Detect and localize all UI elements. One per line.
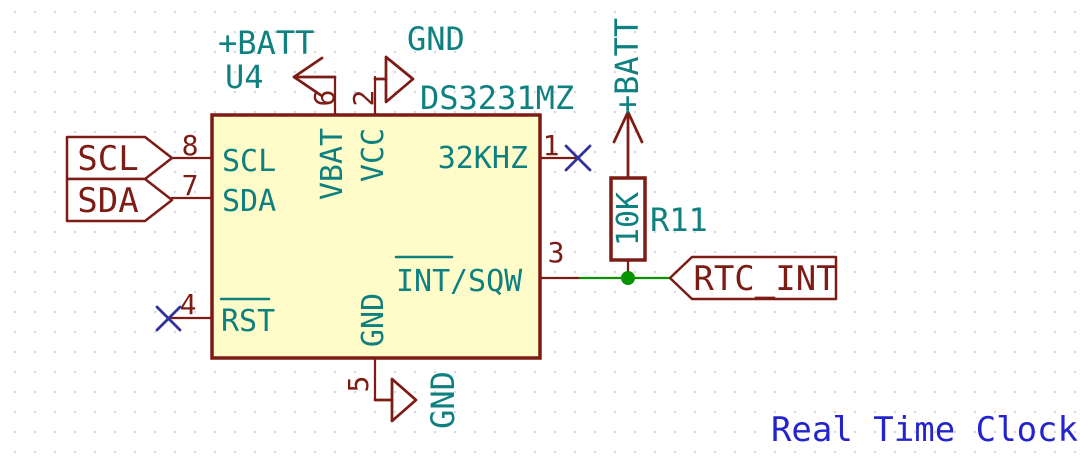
power-symbol-batt-right[interactable]: +BATT [608,18,646,180]
net-label-text: SCL [77,139,138,179]
power-symbol-batt-top[interactable]: +BATT [218,24,337,98]
pin-4-number: 4 [180,288,197,321]
ic-symbol-u4[interactable]: U4 DS3231MZ 8 SCL 7 SDA 4 RST 1 32KHZ 3 … [166,58,582,402]
net-label-scl[interactable]: SCL [65,135,174,181]
net-label-text: SDA [77,181,138,221]
batt-arrow-icon [612,110,644,144]
pin-name-rst: RST [221,304,275,339]
pin-7-number: 7 [182,169,199,202]
text-real-time-clock[interactable]: Real Time Clock [771,410,1078,450]
resistor-r11[interactable]: 10K R11 [609,176,708,280]
net-label-text: RTC_INT [693,259,836,299]
net-label-shape [65,135,174,181]
pin-1-number: 1 [543,129,560,162]
pin-name-vcc: VCC [356,128,391,182]
pin-name-scl: SCL [222,144,276,179]
power-label-gnd-bottom: GND [424,371,462,429]
no-connect-x-icon [564,144,592,172]
power-label-gnd-top: GND [407,20,465,58]
pin-3-number: 3 [548,236,565,269]
resistor-body[interactable] [609,176,647,262]
pin-5-number: 5 [342,376,375,393]
net-label-shape [65,177,174,223]
power-label-batt-right: +BATT [608,18,646,114]
no-connect-x-icon [155,305,182,332]
gnd-triangle-icon [384,55,415,104]
net-label-rtc-int[interactable]: RTC_INT [668,255,838,301]
pin-6-number: 6 [308,90,341,107]
pin-name-sda: SDA [222,184,276,219]
pin-name-vbat: VBAT [315,128,350,200]
power-symbol-gnd-top[interactable]: GND [373,20,465,104]
net-label-shape [668,255,838,301]
pin-name-32khz: 32KHZ [438,141,528,176]
net-label-sda[interactable]: SDA [65,177,174,223]
gnd-triangle-icon [390,377,418,423]
no-connect-pin4[interactable] [155,305,182,332]
pin-8-number: 8 [182,129,199,162]
pin-2-number: 2 [347,90,380,107]
pin-name-gnd: GND [356,293,391,347]
no-connect-pin1[interactable] [564,144,592,172]
pin-name-int: INT [396,264,450,299]
ic-value[interactable]: DS3231MZ [420,79,574,117]
pin-name-sqw: /SQW [450,264,523,299]
ic-body[interactable] [210,113,542,360]
power-symbol-gnd-bottom[interactable]: GND [373,371,462,429]
resistor-value: 10K [611,192,646,246]
junction-dot[interactable] [621,271,635,285]
ic-reference[interactable]: U4 [225,58,264,96]
power-label-batt-top: +BATT [218,24,314,62]
resistor-reference[interactable]: R11 [650,201,708,239]
